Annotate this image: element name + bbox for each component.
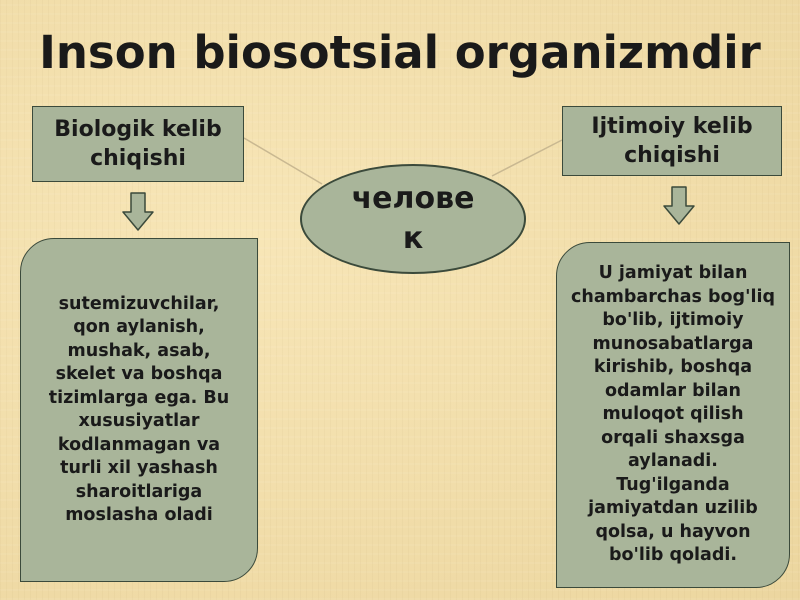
- human-center-node: человек: [300, 164, 526, 274]
- arrow-down-icon: [122, 192, 154, 231]
- biological-description-text: sutemizuvchilar, qon aylanish, mushak, a…: [48, 293, 230, 526]
- biological-description-box: sutemizuvchilar, qon aylanish, mushak, a…: [20, 238, 258, 582]
- connector-left: [243, 137, 323, 185]
- human-center-label: человек: [351, 181, 475, 256]
- biological-origin-box: Biologik kelib chiqishi: [32, 106, 244, 182]
- arrow-down-icon: [663, 186, 695, 225]
- biological-origin-label: Biologik kelib chiqishi: [54, 117, 222, 171]
- connector-right: [491, 139, 563, 177]
- social-description-text: U jamiyat bilan chambarchas bog'liq bo'l…: [571, 263, 775, 566]
- page-title: Inson biosotsial organizmdir: [39, 26, 761, 79]
- social-origin-label: Ijtimoiy kelib chiqishi: [591, 114, 753, 168]
- social-origin-box: Ijtimoiy kelib chiqishi: [562, 106, 782, 176]
- social-description-box: U jamiyat bilan chambarchas bog'liq bo'l…: [556, 242, 790, 588]
